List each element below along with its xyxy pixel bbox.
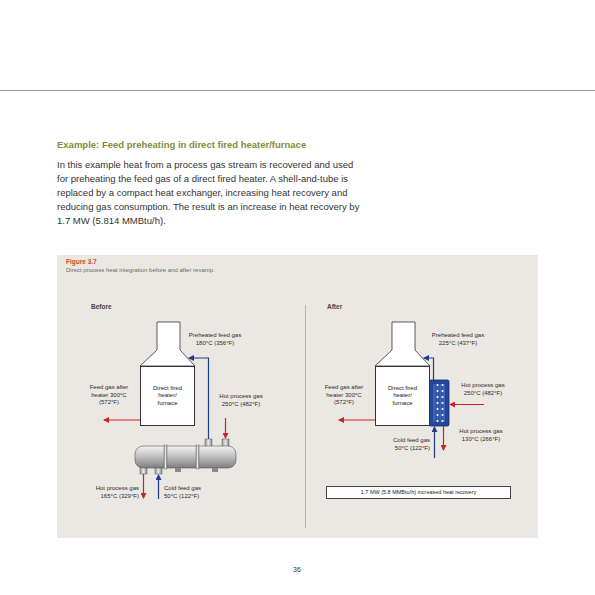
heading: Example: Feed preheating in direct fired…: [57, 139, 537, 151]
hot-gas-in-line: [450, 404, 484, 405]
cold-feed-line: [158, 475, 159, 499]
node-text: Direct fired heater/ furnace: [384, 385, 421, 408]
furnace-stack: [140, 322, 195, 366]
panel-heading: Before: [91, 303, 171, 311]
rule-line: [0, 90, 595, 91]
figure-number: Figure 3.7: [66, 258, 166, 266]
body-paragraph: In this example heat from a process gas …: [57, 158, 363, 228]
stream-label: Hot process gas 250°C (482°F): [453, 382, 513, 397]
panel-heading: After: [327, 303, 407, 311]
stream-label: Preheated feed gas 225°C (437°F): [425, 332, 491, 347]
figure-caption: Direct process heat integration before a…: [66, 267, 526, 275]
stream-label: Hot process gas 130°C (266°F): [451, 428, 511, 443]
hot-gas-in-line: [225, 418, 226, 438]
page-number: 36: [277, 566, 317, 575]
stream-label: Cold feed gas 50°C (122°F): [164, 485, 214, 500]
node-text: Direct fired heater/ furnace: [149, 385, 186, 408]
feed-out-line: [104, 419, 140, 420]
furnace-body: Direct fired heater/ furnace: [140, 366, 195, 426]
furnace-stack: [375, 322, 430, 366]
stream-label: Hot process gas 165°C (329°F): [84, 485, 139, 500]
feed-out-line: [339, 419, 375, 420]
cold-feed-line: [434, 427, 435, 458]
stream-label: Preheated feed gas 180°C (356°F): [182, 332, 248, 347]
hot-gas-out-line: [143, 474, 144, 498]
divider-line: [305, 305, 306, 528]
stream-label: Feed gas after heater 300°C (572°F): [320, 384, 368, 407]
hot-gas-out-line: [443, 426, 444, 450]
shell-and-tube-exchanger: [135, 439, 236, 474]
result-box: 1.7 MW (5.8 MMBtu/h) increased heat reco…: [326, 486, 511, 499]
stream-label: Feed gas after heater 300°C (572°F): [85, 384, 133, 407]
stream-label: Hot process gas 250°C (482°F): [212, 393, 270, 408]
furnace-body: Direct fired heater/ furnace: [375, 366, 430, 426]
figure-panel: [57, 255, 538, 538]
stream-label: Cold feed gas 50°C (122°F): [378, 437, 430, 452]
node-text: 1.7 MW (5.8 MMBtu/h) increased heat reco…: [361, 489, 477, 496]
compact-heat-exchanger: [429, 380, 449, 426]
